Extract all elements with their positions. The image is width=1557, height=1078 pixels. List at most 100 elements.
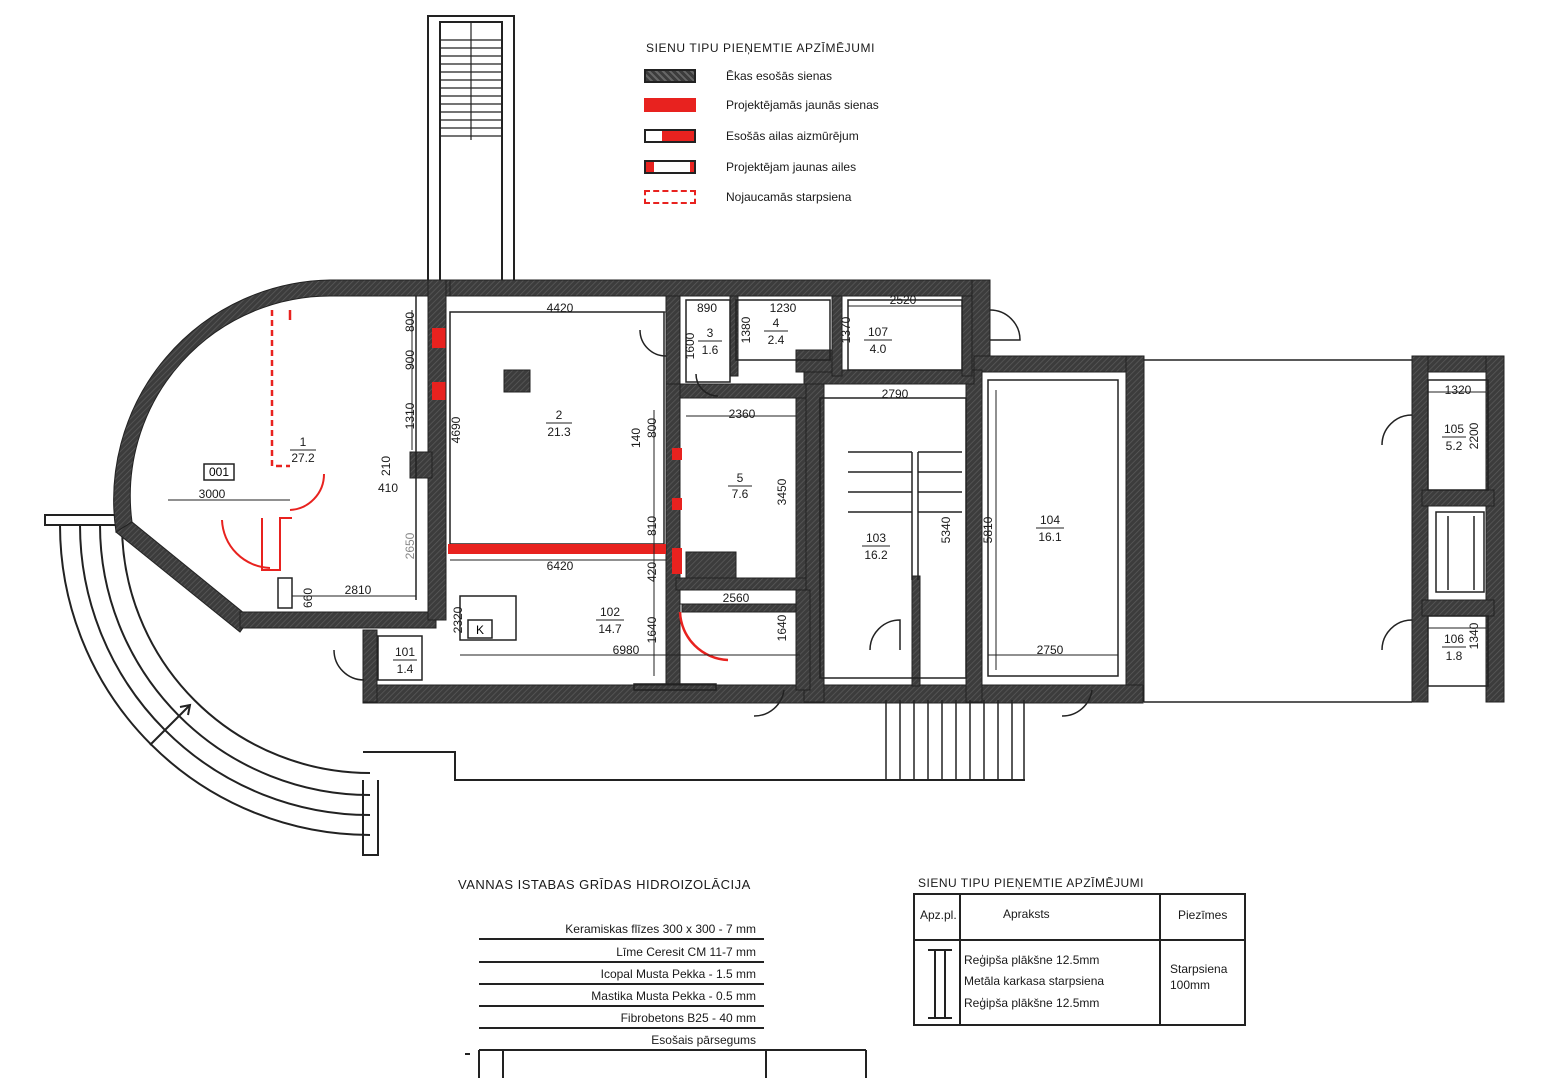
dim-text: 1230 <box>770 301 797 315</box>
note-text: Starpsiena <box>1170 962 1228 976</box>
dim-text: 3000 <box>199 487 226 501</box>
legend-label: Projektējam jaunas ailes <box>726 160 857 174</box>
dim-text: 5810 <box>981 516 995 543</box>
entrance-steps <box>44 514 1025 856</box>
new-wall-swatch <box>644 98 696 112</box>
dim-text: 4690 <box>449 416 463 443</box>
svg-text:2.4: 2.4 <box>768 333 785 347</box>
dim-text: 4420 <box>547 301 574 315</box>
kitchen-mark: K <box>467 619 493 639</box>
dim-text: 800 <box>403 312 417 332</box>
legend-item-fill: Esošās ailas aizmūrējum <box>644 126 859 146</box>
dim-text: 1640 <box>645 616 659 643</box>
room-tag: 001 <box>203 463 235 481</box>
legend-title: SIENU TIPU PIEŅEMTIE APZĪMĒJUMI <box>646 41 876 55</box>
legend-item-existing: Ēkas esošās sienas <box>644 66 832 86</box>
dim-text: 1370 <box>839 316 853 343</box>
svg-text:5: 5 <box>737 471 744 485</box>
top-stair <box>427 15 515 285</box>
layer-row: Keramiskas flīzes 300 x 300 - 7 mm <box>479 918 764 940</box>
svg-text:1.6: 1.6 <box>702 343 719 357</box>
legend-label: Nojaucamās starpsiena <box>726 190 852 204</box>
dim-text: 410 <box>378 481 398 495</box>
svg-text:16.2: 16.2 <box>864 548 888 562</box>
existing-walls <box>113 279 1505 704</box>
new-walls <box>221 310 729 662</box>
room-label: 57.6 <box>728 471 752 501</box>
note-text: 100mm <box>1170 978 1211 992</box>
table-header: Apz.pl. <box>920 908 957 922</box>
svg-text:103: 103 <box>866 531 886 545</box>
room-label: 104 16.1 <box>1036 513 1064 544</box>
svg-text:107: 107 <box>868 325 888 339</box>
dim-text: 1640 <box>775 614 789 641</box>
wall-type-table <box>913 893 1246 1026</box>
waterproofing-title: VANNAS ISTABAS GRĪDAS HIDROIZOLĀCIJA <box>458 877 751 892</box>
wall-layer-text: Metāla karkasa starpsiena <box>964 974 1105 988</box>
room-label: 103 16.2 <box>862 531 890 562</box>
dim-text: 1600 <box>683 332 697 359</box>
waterproofing-section <box>465 1049 867 1078</box>
dim-text: 2750 <box>1037 643 1064 657</box>
wall-type-title: SIENU TIPU PIEŅEMTIE APZĪMĒJUMI <box>918 876 1144 890</box>
wall-layer-text: Reģipša plākšne 12.5mm <box>964 996 1100 1010</box>
dim-text: 1340 <box>1467 622 1481 649</box>
dim-text: 2560 <box>723 591 750 605</box>
room-label: 31.6 <box>698 326 722 357</box>
svg-text:14.7: 14.7 <box>598 622 622 636</box>
dim-text: 900 <box>403 350 417 370</box>
legend-label: Esošās ailas aizmūrējum <box>726 129 859 143</box>
svg-text:1.8: 1.8 <box>1446 649 1463 663</box>
dimension-lines <box>168 305 1486 676</box>
svg-text:5.2: 5.2 <box>1446 439 1463 453</box>
svg-text:1: 1 <box>300 435 307 449</box>
dim-text: 2200 <box>1467 422 1481 449</box>
dim-text: 1320 <box>1445 383 1472 397</box>
layer-row: Līme Ceresit CM 11-7 mm <box>479 941 764 963</box>
dim-text: 2360 <box>729 407 756 421</box>
svg-text:2: 2 <box>556 408 563 422</box>
new-opening-swatch <box>644 160 696 174</box>
dim-text: 890 <box>697 301 717 315</box>
layer-row: Mastika Musta Pekka - 0.5 mm <box>479 985 764 1007</box>
layer-row: Esošais pārsegums <box>479 1029 764 1051</box>
svg-text:3: 3 <box>707 326 714 340</box>
dim-text: 6420 <box>547 559 574 573</box>
room-label: 127.2 <box>290 435 316 465</box>
opening-fill-swatch <box>644 129 696 143</box>
dim-text: 1310 <box>403 402 417 429</box>
svg-text:16.1: 16.1 <box>1038 530 1062 544</box>
svg-text:4: 4 <box>773 316 780 330</box>
legend-item-open: Projektējam jaunas ailes <box>644 157 856 177</box>
dim-text: 2810 <box>345 583 372 597</box>
svg-text:102: 102 <box>600 605 620 619</box>
dim-text: 2790 <box>882 387 909 401</box>
legend-label: Ēkas esošās sienas <box>726 69 833 83</box>
svg-text:21.3: 21.3 <box>547 425 571 439</box>
room-label: 221.3 <box>546 408 572 439</box>
dim-text: 810 <box>645 516 659 536</box>
wall-layer-text: Reģipša plākšne 12.5mm <box>964 953 1100 967</box>
demolish-swatch <box>644 190 696 204</box>
svg-text:104: 104 <box>1040 513 1060 527</box>
legend-item-new: Projektējamās jaunās sienas <box>644 95 879 115</box>
dim-text: 1380 <box>739 316 753 343</box>
existing-wall-swatch <box>644 69 696 83</box>
dim-text: 800 <box>645 418 659 438</box>
svg-text:K: K <box>476 623 484 637</box>
svg-text:7.6: 7.6 <box>732 487 749 501</box>
dim-text: 210 <box>379 456 393 476</box>
svg-text:27.2: 27.2 <box>291 451 315 465</box>
legend-label: Projektējamās jaunās sienas <box>726 98 879 112</box>
dim-text: 2320 <box>451 606 465 633</box>
svg-text:4.0: 4.0 <box>870 342 887 356</box>
dim-text: 420 <box>645 562 659 582</box>
dim-text: 6980 <box>613 643 640 657</box>
room-label: 102 14.7 <box>596 605 624 636</box>
dim-text: 5340 <box>939 516 953 543</box>
svg-text:101: 101 <box>395 645 415 659</box>
